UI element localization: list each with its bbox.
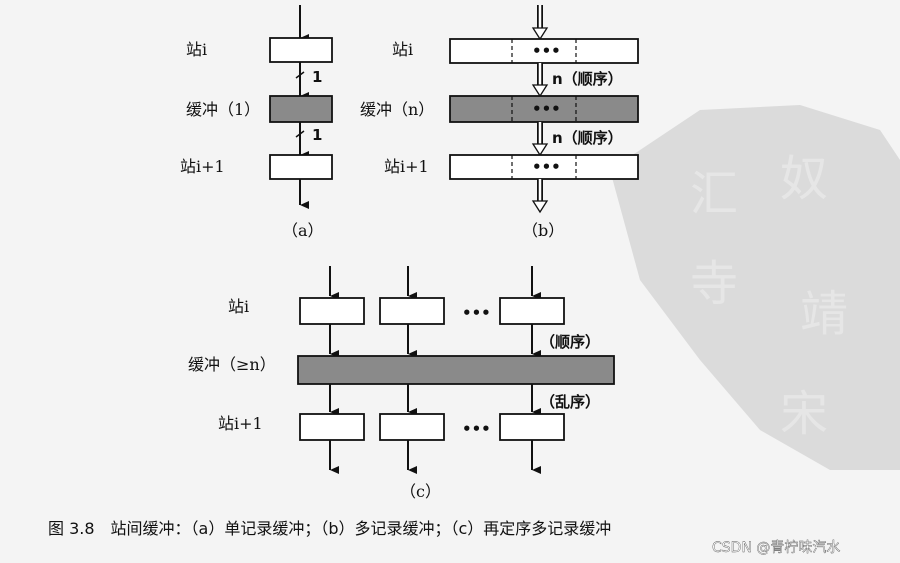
panel-c: 站i 缓冲（≥n） 站i+1 ••• （顺序） （乱序） ••• （ [188,266,615,501]
svg-text:宋: 宋 [780,386,828,442]
station-i-box-c-2 [379,297,445,325]
edge-label-c-2: （乱序） [540,393,600,411]
station-i-label-a: 站i [186,40,207,59]
seal-stamp-decoration: 汇 奴 寺 靖 宋 [610,105,900,470]
edge-label-c-1: （顺序） [540,333,600,351]
buffer-label-a: 缓冲（1） [186,100,260,119]
station-i1-box-c-3 [499,413,565,441]
station-i1-box-c-1 [299,413,365,441]
buffer-box-c [297,355,615,385]
station-i1-label-b: 站i+1 [384,157,429,176]
sub-label-b: （b） [522,221,564,240]
station-i-box-a [269,37,333,63]
station-i1-label-c: 站i+1 [218,414,263,433]
station-i-label-b: 站i [392,40,413,59]
sub-label-c: （c） [400,482,441,501]
station-i-label-c: 站i [228,297,249,316]
sub-label-a: （a） [282,221,324,240]
buffer-label-b: 缓冲（n） [360,100,434,119]
buffer-box-b [449,95,639,123]
edge-label-a-2: 1 [312,126,322,144]
dots-c-2: ••• [462,420,491,438]
dots-b-1: ••• [532,42,561,60]
dots-b-2: ••• [532,100,561,118]
edge-label-b-2: n（顺序） [552,129,623,147]
figure-caption: 图 3.8 站间缓冲：（a）单记录缓冲；（b）多记录缓冲；（c）再定序多记录缓冲 [48,519,611,538]
station-i1-box-a [269,154,333,180]
panel-b: 站i 缓冲（n） 站i+1 ••• n（顺序） ••• n（顺序） ••• （b… [360,5,639,240]
svg-text:寺: 寺 [690,256,738,312]
dots-c-1: ••• [462,304,491,322]
station-i-box-c-3 [499,297,565,325]
csdn-watermark: CSDN @青柠味汽水 [712,540,840,556]
edge-label-b-1: n（顺序） [552,70,623,88]
edge-label-a-1: 1 [312,68,322,86]
buffer-box-a [269,95,333,123]
buffer-label-c: 缓冲（≥n） [188,355,276,374]
station-i1-box-b [449,154,639,180]
station-i1-box-c-2 [379,413,445,441]
dots-b-3: ••• [532,158,561,176]
panel-a: 站i 缓冲（1） 站i+1 1 1 （a） [180,5,333,240]
station-i-box-b [449,38,639,64]
svg-text:靖: 靖 [800,286,848,342]
station-i1-label-a: 站i+1 [180,157,225,176]
svg-text:奴: 奴 [780,151,828,207]
svg-text:汇: 汇 [690,166,738,222]
station-i-box-c-1 [299,297,365,325]
